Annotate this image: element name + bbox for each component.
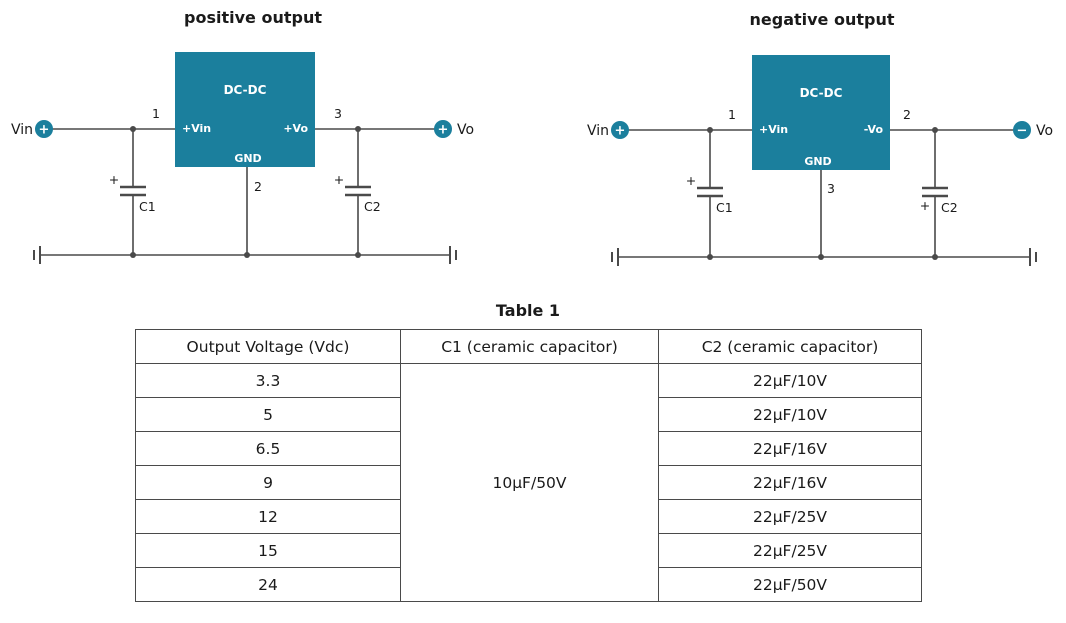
ground-symbol-right bbox=[1029, 248, 1037, 266]
vin-node: Vin + bbox=[587, 121, 629, 139]
c2-value-cell: 22µF/25V bbox=[658, 533, 922, 568]
c2-value-cell: 22µF/50V bbox=[658, 567, 922, 602]
positive-circuit-title: positive output bbox=[184, 8, 322, 27]
vin-polarity-sign: + bbox=[615, 124, 626, 139]
vo-label: Vo bbox=[457, 122, 474, 138]
c1-label: C1 bbox=[716, 200, 733, 215]
dcdc-box-title: DC-DC bbox=[800, 86, 843, 100]
voltage-cell: 6.5 bbox=[135, 431, 401, 466]
ground-symbol-left bbox=[611, 248, 619, 266]
vo-node: − Vo bbox=[1013, 121, 1053, 139]
dcdc-box-title: DC-DC bbox=[224, 83, 267, 97]
capacitor-c1: + C1 bbox=[686, 173, 733, 215]
junction-dots bbox=[707, 127, 938, 260]
vo-polarity-sign: − bbox=[1017, 124, 1028, 139]
c1-polarity-sign: + bbox=[109, 172, 119, 187]
dcdc-pin-vin-label: +Vin bbox=[182, 122, 211, 135]
table-row: 6.5 22µF/16V bbox=[135, 431, 922, 466]
pin-number-gnd: 2 bbox=[254, 179, 262, 194]
capacitor-c2: + C2 bbox=[920, 186, 958, 215]
pin-number-gnd: 3 bbox=[827, 181, 835, 196]
table-row: 12 22µF/25V bbox=[135, 499, 922, 534]
dcdc-converter-block: DC-DC +Vin -Vo GND bbox=[752, 55, 890, 170]
capacitor-c2: + C2 bbox=[334, 172, 381, 214]
vo-terminal bbox=[1013, 121, 1031, 139]
dcdc-pin-vo-label: -Vo bbox=[864, 123, 884, 136]
vin-terminal bbox=[611, 121, 629, 139]
dcdc-pin-gnd-label: GND bbox=[804, 155, 831, 168]
c1-label: C1 bbox=[139, 199, 156, 214]
vin-label: Vin bbox=[587, 123, 609, 139]
table-row: 5 22µF/10V bbox=[135, 397, 922, 432]
table-row: 15 22µF/25V bbox=[135, 533, 922, 568]
voltage-cell: 5 bbox=[135, 397, 401, 432]
dcdc-box bbox=[752, 55, 890, 170]
voltage-cell: 3.3 bbox=[135, 363, 401, 398]
vin-polarity-sign: + bbox=[39, 123, 50, 138]
c1-value-cell: 10µF/50V bbox=[400, 363, 659, 602]
c1-polarity-sign: + bbox=[686, 173, 696, 188]
dcdc-pin-gnd-label: GND bbox=[234, 152, 261, 165]
voltage-cell: 24 bbox=[135, 567, 401, 602]
pin-number-in: 1 bbox=[728, 107, 736, 122]
col-header-c2: C2 (ceramic capacitor) bbox=[658, 329, 922, 364]
vin-label: Vin bbox=[11, 122, 33, 138]
vo-polarity-sign: + bbox=[438, 123, 449, 138]
vin-node: Vin + bbox=[11, 120, 53, 138]
pin-number-out: 2 bbox=[903, 107, 911, 122]
positive-output-circuit: positive output bbox=[11, 8, 474, 264]
capacitor-selection-table: Output Voltage (Vdc) C1 (ceramic capacit… bbox=[135, 329, 922, 602]
pin-number-in: 1 bbox=[152, 106, 160, 121]
vo-terminal bbox=[434, 120, 452, 138]
vin-terminal bbox=[35, 120, 53, 138]
table-header-row: Output Voltage (Vdc) C1 (ceramic capacit… bbox=[135, 329, 922, 364]
negative-circuit-title: negative output bbox=[750, 10, 895, 29]
c2-polarity-sign: + bbox=[920, 198, 930, 213]
dcdc-converter-block: DC-DC +Vin +Vo GND bbox=[175, 52, 315, 167]
pin-number-out: 3 bbox=[334, 106, 342, 121]
dcdc-pin-vo-label: +Vo bbox=[283, 122, 308, 135]
c2-label: C2 bbox=[941, 200, 958, 215]
table-title: Table 1 bbox=[495, 301, 561, 320]
table1-section: Table 1 Output Voltage (Vdc) C1 (ceramic… bbox=[135, 301, 922, 602]
voltage-cell: 15 bbox=[135, 533, 401, 568]
table-row: 3.3 10µF/50V 22µF/10V bbox=[135, 363, 922, 602]
negative-output-circuit: negative output bbox=[587, 10, 1053, 266]
wires bbox=[39, 128, 451, 256]
c2-label: C2 bbox=[364, 199, 381, 214]
dcdc-box bbox=[175, 52, 315, 167]
table-row: 9 22µF/16V bbox=[135, 465, 922, 500]
dcdc-pin-vin-label: +Vin bbox=[759, 123, 788, 136]
ground-symbol-right bbox=[449, 246, 457, 264]
capacitor-c1: + C1 bbox=[109, 172, 156, 214]
c2-value-cell: 22µF/10V bbox=[658, 397, 922, 432]
c2-value-cell: 22µF/16V bbox=[658, 465, 922, 500]
voltage-cell: 9 bbox=[135, 465, 401, 500]
vo-node: + Vo bbox=[434, 120, 474, 138]
c2-polarity-sign: + bbox=[334, 172, 344, 187]
junction-dots bbox=[130, 126, 361, 258]
c2-value-cell: 22µF/10V bbox=[658, 363, 922, 398]
ground-symbol-left bbox=[33, 246, 41, 264]
col-header-output-voltage: Output Voltage (Vdc) bbox=[135, 329, 401, 364]
vo-label: Vo bbox=[1036, 123, 1053, 139]
col-header-c1: C1 (ceramic capacitor) bbox=[400, 329, 659, 364]
voltage-cell: 12 bbox=[135, 499, 401, 534]
table-row: 24 22µF/50V bbox=[135, 567, 922, 602]
c2-value-cell: 22µF/25V bbox=[658, 499, 922, 534]
c2-value-cell: 22µF/16V bbox=[658, 431, 922, 466]
